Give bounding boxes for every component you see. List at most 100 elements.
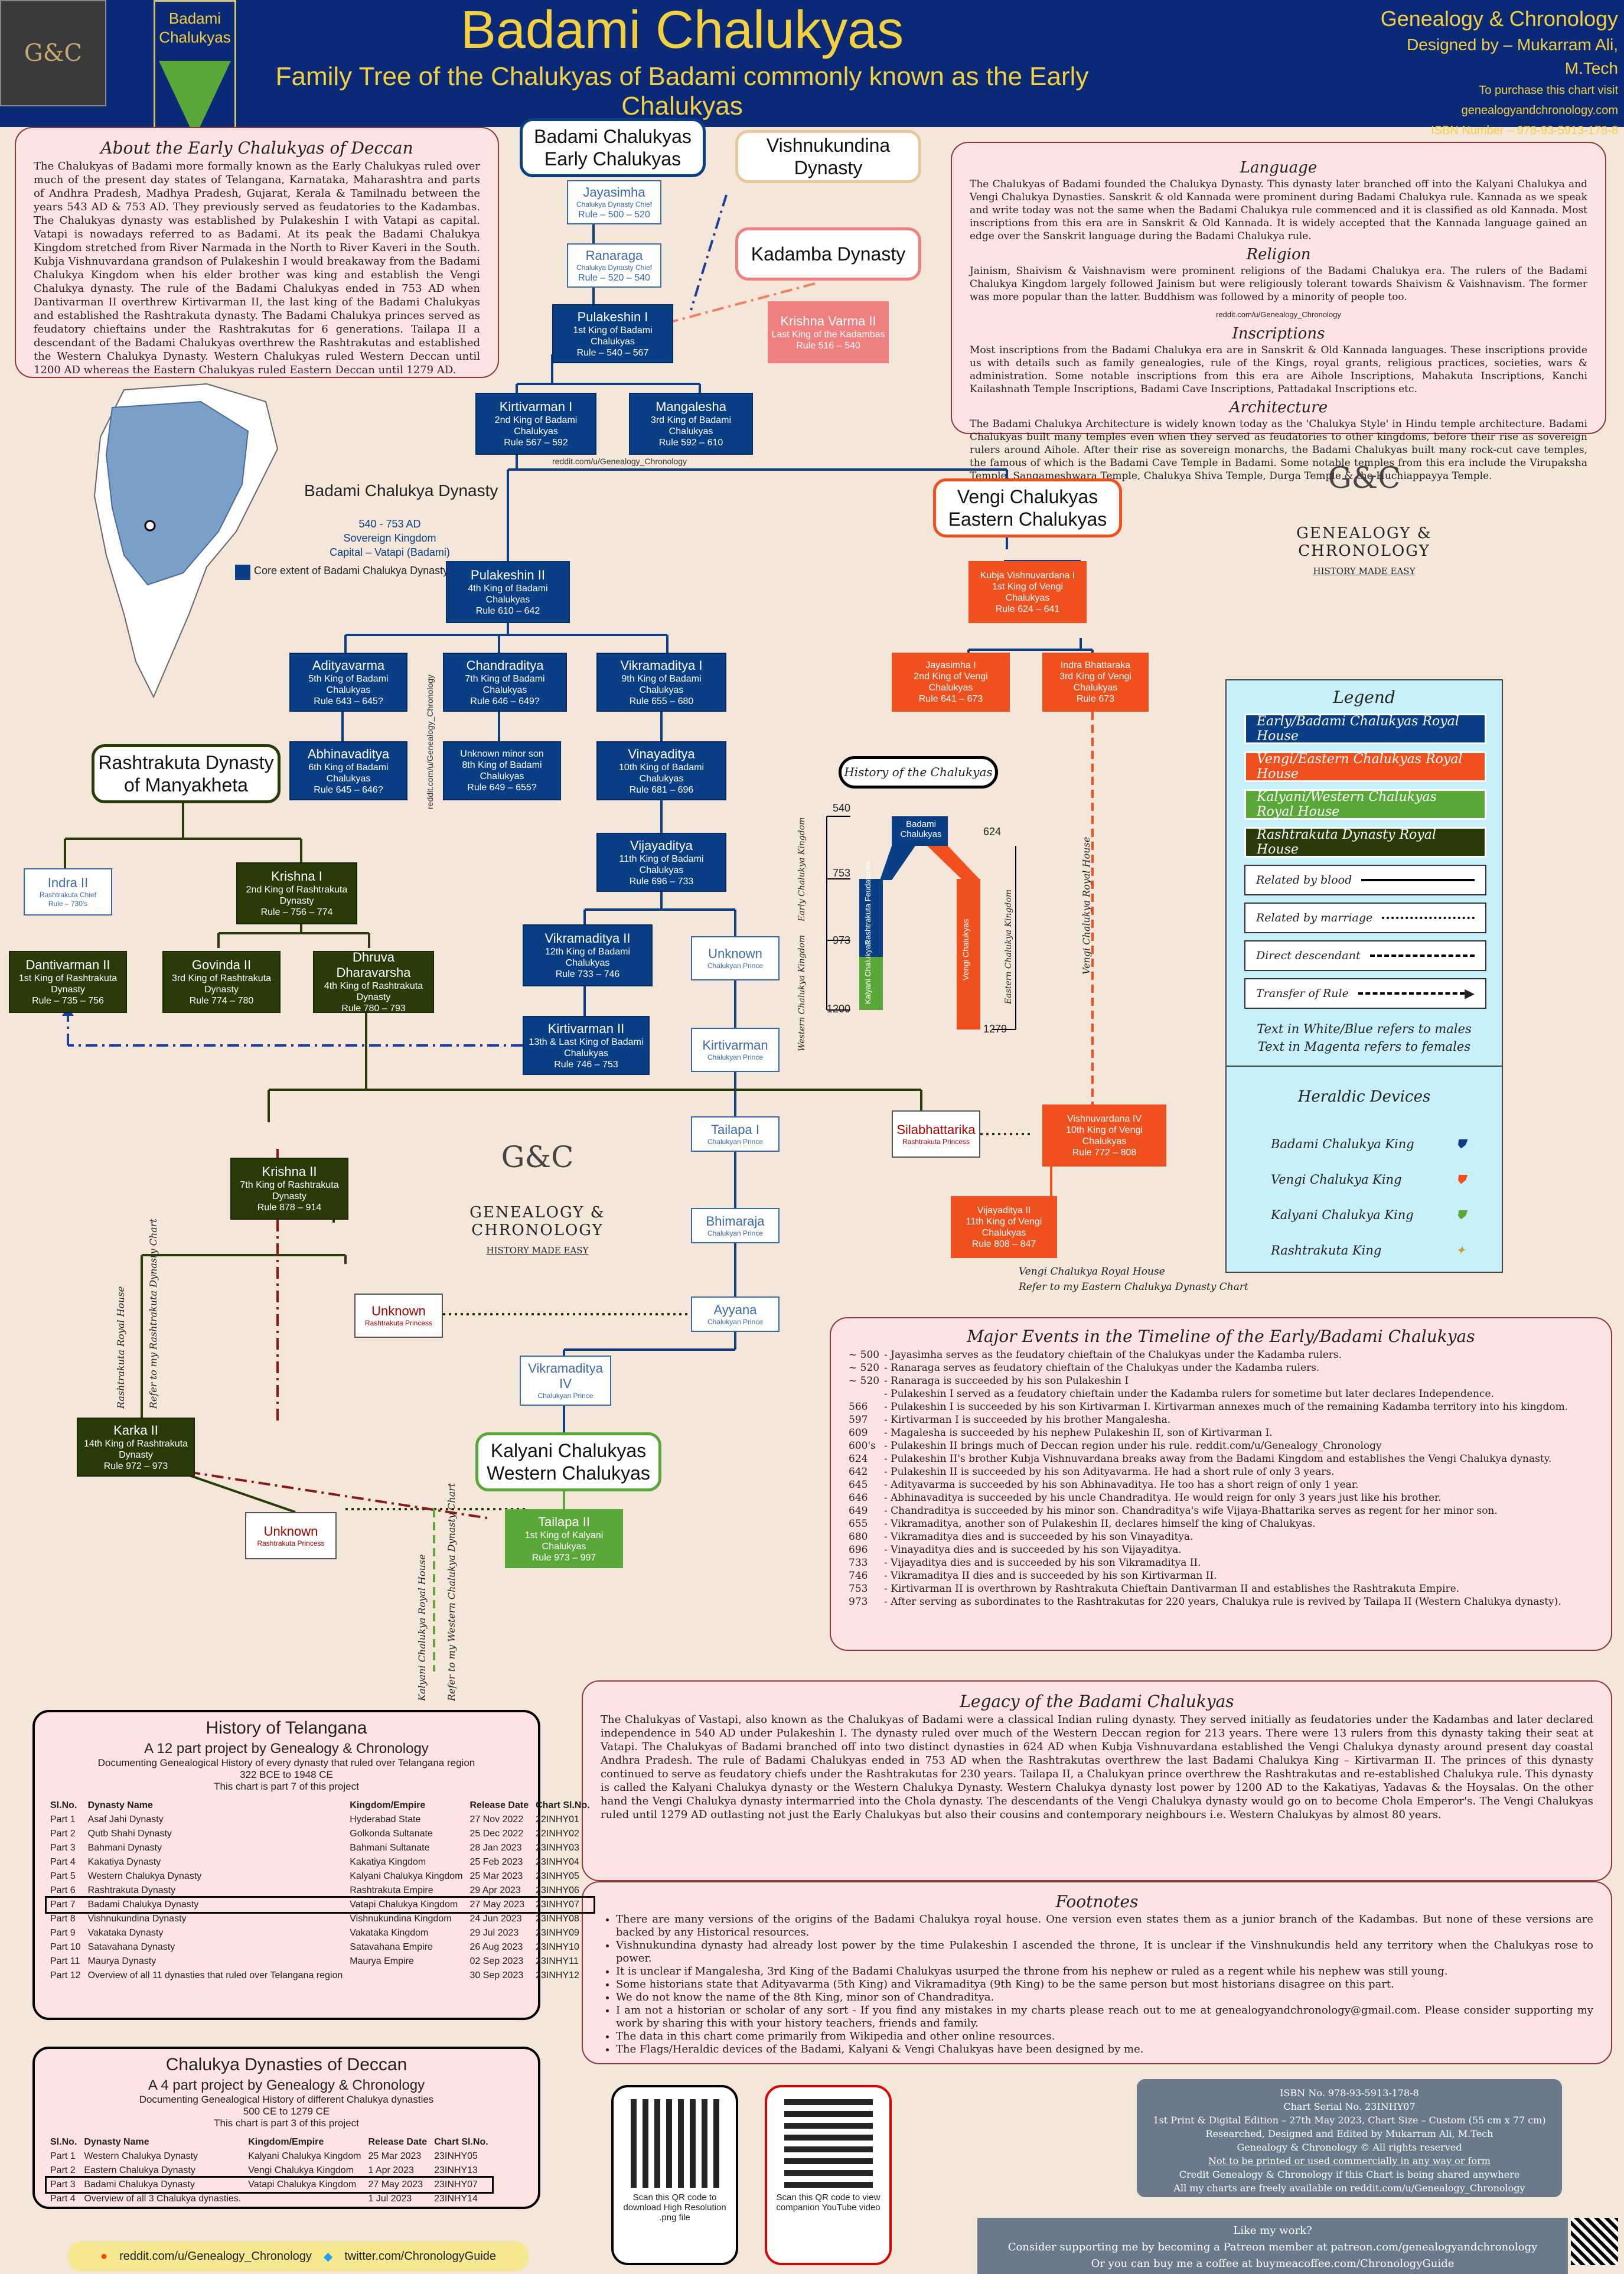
table-cell: 29 Apr 2023 [469, 1885, 521, 1895]
kalyani-refer-label: Refer to my Western Chalukya Dynasty Cha… [446, 1483, 457, 1701]
heraldic-list: Badami Chalukya King⛊ Vengi Chalukya Kin… [1271, 1126, 1466, 1268]
node-rule: Rule 646 – 649? [470, 696, 540, 706]
telangana-desc: Documenting Genealogical History of ever… [97, 1757, 475, 1768]
event-text: - Jayasimha serves as the feudatory chie… [884, 1349, 1342, 1361]
event-row: ~ 520- Ranaraga is succeeded by his son … [849, 1374, 1593, 1387]
history-year-540: 540 [833, 802, 851, 814]
reddit-icon: ● [100, 2249, 108, 2263]
reddit-link[interactable]: reddit.com/u/Genealogy_Chronology [119, 2249, 312, 2263]
table-cell: Eastern Chalukya Dynasty [84, 2165, 195, 2175]
node-name: Vikramaditya II [544, 931, 631, 946]
event-row: 597- Kirtivarman I is succeeded by his b… [849, 1413, 1593, 1426]
core-extent-label: Core extent of Badami Chalukya Dynasty [254, 565, 449, 576]
table-cell: 1 Apr 2023 [368, 2165, 414, 2175]
node-rule: Rule 592 – 610 [658, 438, 723, 448]
node-title: 3rd King of Vengi Chalukyas [1059, 672, 1131, 693]
isbn-line: Researched, Designed and Edited by Mukar… [1205, 2128, 1493, 2139]
node-title: 2nd King of Badami Chalukyas [494, 415, 578, 436]
event-year: 646 [849, 1492, 868, 1504]
history-diagram [826, 816, 1016, 1030]
info-panel: Language The Chalukyas of Badami founded… [951, 142, 1606, 482]
table-cell: 23INHY14 [434, 2194, 478, 2204]
footnotes-list: There are many versions of the origins o… [601, 1913, 1593, 2056]
table-cell: 24 Jun 2023 [469, 1914, 522, 1924]
telangana-title: History of Telangana [206, 1718, 367, 1738]
heraldic-row: Vengi Chalukya King⛊ [1271, 1162, 1466, 1197]
kalyani-shield-icon: ⛊ [1456, 1208, 1466, 1222]
table-cell [244, 2192, 364, 2206]
table-cell: 26 Aug 2023 [469, 1942, 523, 1952]
table-cell: 23INHY13 [434, 2165, 478, 2175]
event-year [849, 1387, 884, 1400]
table-cell: Part 2 [50, 1829, 76, 1839]
table-cell: Vishnukundina Dynasty [87, 1914, 187, 1924]
event-row: 642- Pulakeshin II is succeeded by his s… [849, 1465, 1593, 1478]
node-rule: Rule 696 – 733 [629, 876, 694, 887]
brand-tag: HISTORY MADE EASY [1313, 566, 1416, 576]
node-name: Tailapa I [711, 1122, 759, 1137]
table-cell: 27 May 2023 [368, 2179, 423, 2190]
credit-line: ISBN Number – 978-93-5913-178-8 [1431, 124, 1618, 137]
node-title: 13th & Last King of Badami Chalukyas [529, 1037, 644, 1058]
qr-youtube[interactable]: Scan this QR code to view companion YouT… [765, 2085, 892, 2265]
footnote-item: It is unclear if Mangalesha, 3rd King of… [616, 1965, 1593, 1978]
node-name: Ayyana [713, 1302, 757, 1317]
node-title: 12th King of Badami Chalukyas [544, 947, 631, 968]
support-line[interactable]: Consider supporting me by becoming a Pat… [1007, 2241, 1538, 2253]
social-bar: ● reddit.com/u/Genealogy_Chronology ◆ tw… [68, 2242, 529, 2271]
node-rule: Rule 878 – 914 [257, 1203, 322, 1213]
map-years: 540 - 753 AD [358, 518, 421, 530]
node-title: Chalukya Dynasty Chief [576, 263, 653, 272]
node-rule: Rule 780 – 793 [341, 1004, 406, 1014]
node-title: Chalukyan Prince [707, 1229, 764, 1237]
table-header: Dynasty Name [87, 1800, 153, 1810]
isbn-line: ISBN No. 978-93-5913-178-8 [1280, 2087, 1419, 2099]
node-name: Indra II [47, 875, 89, 890]
table-cell: 30 Sep 2023 [469, 1970, 524, 1980]
about-title: About the Early Chalukyas of Deccan [100, 138, 413, 158]
table-cell: 23INHY06 [536, 1885, 579, 1895]
twitter-link[interactable]: twitter.com/ChronologyGuide [344, 2249, 497, 2263]
heraldic-label: Vengi Chalukya King [1271, 1172, 1402, 1187]
inscriptions-text: Most inscriptions from the Badami Chaluk… [970, 344, 1587, 395]
event-year: ~ 500 [849, 1349, 880, 1361]
table-cell: Kakatiya Dynasty [87, 1857, 161, 1867]
footnote-item: I am not a historian or scholar of any s… [616, 2004, 1593, 2030]
footnotes-title: Footnotes [1055, 1892, 1139, 1911]
table-cell: Part 1 [50, 1814, 76, 1825]
table-header: Release Date [469, 1800, 529, 1810]
support-line[interactable]: Or you can buy me a coffee at buymeacoff… [1091, 2257, 1455, 2270]
event-row: 680- Vikramaditya dies and is succeeded … [849, 1530, 1593, 1543]
table-cell: Maurya Empire [350, 1956, 414, 1966]
table-cell: Part 6 [50, 1885, 76, 1895]
node-rule: Rule – 500 – 520 [578, 209, 650, 220]
about-text: The Chalukyas of Badami more formally kn… [34, 160, 480, 376]
table-header: Sl.No. [50, 2137, 77, 2147]
table-cell: 25 Feb 2023 [469, 1857, 523, 1867]
node-name: Ranaraga [585, 247, 643, 263]
tree-watermark: reddit.com/u/Genealogy_Chronology [552, 457, 687, 466]
isbn-line: Genealogy & Chronology © All rights rese… [1237, 2142, 1462, 2153]
brand-tag: HISTORY MADE EASY [486, 1245, 589, 1256]
node-title: 1st King of Rashtrakuta Dynasty [18, 973, 118, 995]
node-name: Dantivarman II [25, 957, 110, 972]
vengi-refer-note: Vengi Chalukya Royal House Refer to my E… [1019, 1264, 1248, 1295]
vengi-refer-line: Vengi Chalukya Royal House [1019, 1266, 1165, 1278]
qr-download[interactable]: Scan this QR code to download High Resol… [611, 2085, 738, 2265]
node-title: 3rd King of Badami Chalukyas [650, 415, 732, 436]
event-year: 642 [849, 1466, 868, 1478]
legacy-text: The Chalukyas of Vastapi, also known as … [601, 1713, 1593, 1821]
footnote-item: Vishnukundina dynasty had already lost p… [616, 1939, 1593, 1965]
